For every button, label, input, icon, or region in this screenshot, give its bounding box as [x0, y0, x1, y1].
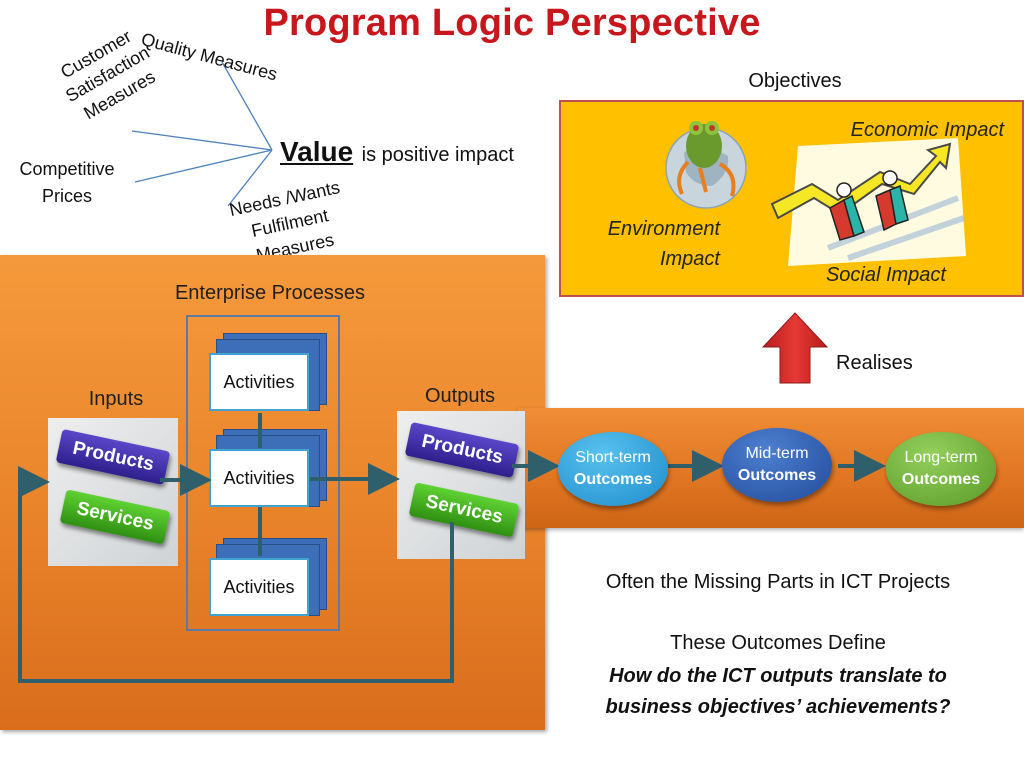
social-impact-label: Social Impact: [825, 264, 946, 286]
environment-line2: Impact: [659, 248, 720, 270]
inputs-label: Inputs: [88, 388, 144, 410]
inputs-products-services-image: Products Services: [48, 418, 178, 566]
long-term-line2: Outcomes: [901, 471, 981, 488]
activity-box-3: Activities: [209, 558, 309, 616]
short-term-line2: Outcomes: [573, 471, 653, 488]
mid-term-line1: Mid-term: [745, 445, 809, 463]
activity-box-1: Activities: [209, 353, 309, 411]
economic-impact-label: Economic Impact: [850, 119, 1004, 141]
activity-box-2: Activities: [209, 449, 309, 507]
page-title: Program Logic Perspective: [263, 2, 761, 44]
competitive-prices-label: Competitive Prices: [2, 156, 132, 210]
question-line1: How do the ICT outputs translate to: [609, 665, 947, 687]
mid-term-outcomes: Mid-term Outcomes: [722, 428, 832, 502]
growth-arrow-people-icon: [770, 138, 966, 266]
activity-stack-1: Activities: [209, 333, 327, 421]
ict-question: How do the ICT outputs translate to busi…: [550, 661, 1006, 723]
missing-parts-note: Often the Missing Parts in ICT Projects: [605, 571, 951, 593]
value-statement: Value is positive impact: [280, 136, 514, 168]
activity-stack-3: Activities: [209, 538, 327, 626]
long-term-outcomes: Long-term Outcomes: [886, 432, 996, 506]
short-term-outcomes: Short-term Outcomes: [558, 432, 668, 506]
outputs-label: Outputs: [424, 385, 496, 407]
environment-impact-label: Environment Impact: [564, 214, 720, 274]
short-term-line1: Short-term: [575, 449, 651, 467]
competitive-line2: Prices: [41, 186, 92, 206]
realises-up-arrow: [761, 312, 829, 384]
competitive-line1: Competitive: [19, 159, 115, 179]
long-term-line1: Long-term: [904, 449, 978, 467]
enterprise-processes-label: Enterprise Processes: [174, 282, 366, 304]
environment-line1: Environment: [607, 218, 720, 240]
activity-stack-2: Activities: [209, 429, 327, 517]
outcomes-define-note: These Outcomes Define: [670, 632, 886, 654]
question-line2: business objectives’ achievements?: [605, 696, 951, 718]
outputs-products-services-image: Products Services: [397, 411, 525, 559]
mid-term-line2: Outcomes: [737, 467, 817, 484]
value-rest: is positive impact: [361, 144, 514, 166]
value-word: Value: [280, 136, 354, 167]
realises-label: Realises: [836, 352, 913, 374]
frog-globe-icon: [665, 121, 747, 209]
objectives-label: Objectives: [748, 70, 842, 92]
